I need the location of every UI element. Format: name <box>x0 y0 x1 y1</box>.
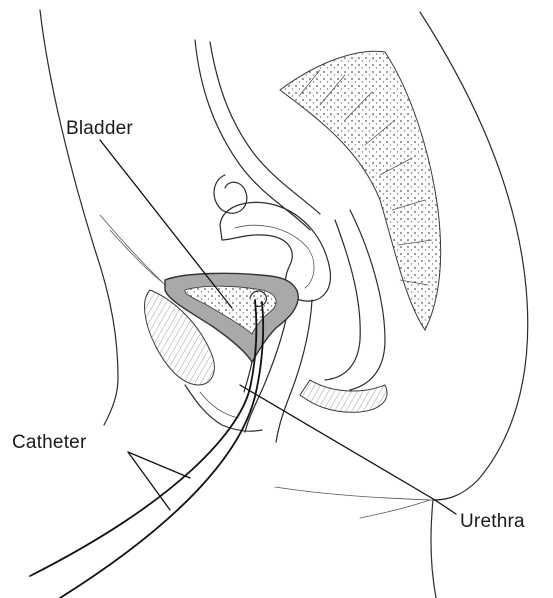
perineum-line <box>275 487 432 500</box>
abdominal-wall-layer <box>100 215 165 285</box>
catheter-label: Catheter <box>12 433 86 452</box>
bladder-label: Bladder <box>66 119 133 138</box>
bowel-coil-left <box>214 175 247 213</box>
rectum-wall-inner <box>325 220 360 380</box>
buttock-contour <box>431 500 436 598</box>
urethra-leader-tail <box>435 500 456 514</box>
bowel-loop-upper-inner <box>210 42 320 214</box>
labia-inner <box>200 392 238 418</box>
labia-outline <box>185 385 262 431</box>
rectum-wall-outer <box>350 210 385 390</box>
urethra-label: Urethra <box>460 512 525 531</box>
rectum-tissue <box>300 380 387 412</box>
spine <box>280 51 441 330</box>
bowel-loop-upper <box>195 40 310 230</box>
body-outline-front <box>40 10 118 425</box>
gluteal-fold <box>360 500 430 518</box>
